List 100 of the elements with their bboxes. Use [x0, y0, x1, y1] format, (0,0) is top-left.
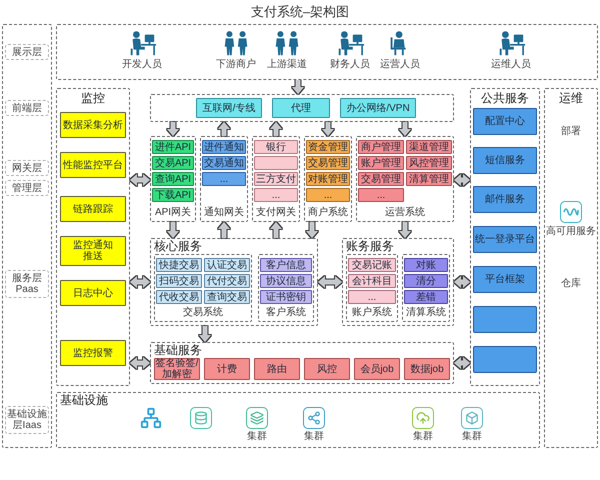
module-label: 数据采集分析 [63, 120, 123, 130]
module-box [358, 188, 404, 202]
module-label: 监控通知推送 [72, 240, 114, 262]
double-block-arrow [454, 174, 470, 186]
module-label: 差错 [416, 292, 436, 302]
module-label: 查询API [154, 174, 192, 184]
module-label: 渠道管理 [409, 142, 449, 152]
module-box [60, 340, 126, 366]
module-label: 风控管理 [409, 158, 449, 168]
cluster-label: 集群 [304, 431, 324, 443]
module-label: ... [376, 190, 386, 200]
layer-tag [5, 44, 49, 60]
dashed-group-frame [304, 136, 352, 222]
group-title: 基础服务 [154, 343, 202, 357]
module-box [272, 98, 330, 118]
module-label: 数据job [410, 364, 444, 374]
module-box [404, 258, 448, 272]
layer-tag [5, 160, 49, 176]
block-arrow [322, 122, 334, 136]
module-label: 短信服务 [485, 155, 525, 166]
module-label: 资金管理 [308, 142, 348, 152]
module-box [473, 108, 537, 135]
module-box [304, 358, 350, 380]
module-label: 查询交易 [207, 292, 247, 302]
module-box [406, 156, 452, 170]
tool-label: 部署 [561, 126, 581, 138]
cluster-label: 集群 [247, 431, 267, 443]
double-block-arrow [130, 174, 150, 186]
module-label: 代收交易 [159, 292, 199, 302]
layer-tag [5, 100, 49, 116]
role-label: 运营人员 [380, 59, 420, 71]
module-label: ... [324, 190, 332, 200]
dashed-group-frame [56, 88, 130, 386]
diagram-title: 支付系统–架构图 [250, 4, 350, 20]
group-title: 运维 [559, 91, 583, 105]
module-label: 日志中心 [73, 288, 113, 298]
dashed-group-frame [356, 136, 454, 222]
layer-tag [5, 180, 49, 196]
group-caption: 支付网关 [256, 207, 296, 219]
dashed-group-frame [258, 254, 314, 322]
module-box [204, 274, 250, 288]
module-box [358, 172, 404, 186]
module-label: 三方支付 [256, 174, 296, 184]
group-title: 基础设施 [60, 393, 108, 407]
module-label: 代付交易 [207, 276, 247, 286]
role-label: 下游商户 [216, 59, 256, 71]
module-label: 性能监控平台 [63, 160, 123, 170]
module-box [254, 188, 298, 202]
role-label: 运维人员 [491, 59, 531, 71]
module-box [473, 186, 537, 213]
module-label: 扫码交易 [159, 276, 199, 286]
module-box [406, 140, 452, 154]
dashed-group-frame [150, 342, 454, 384]
module-label: 对账 [416, 260, 436, 270]
module-label: 交易API [154, 158, 192, 168]
module-box [404, 274, 448, 288]
module-label: 协议信息 [266, 276, 306, 286]
module-label: 风控 [317, 364, 337, 374]
layer-label: 前端层 [12, 102, 42, 114]
double-block-arrow [130, 357, 150, 369]
module-box [260, 290, 312, 304]
module-box [204, 358, 250, 380]
module-label: 签名验签/加解密 [155, 358, 199, 380]
role-label: 开发人员 [122, 59, 162, 71]
module-box [260, 258, 312, 272]
module-label: 链路跟踪 [73, 204, 113, 214]
module-box [406, 172, 452, 186]
dashed-group-frame [200, 136, 248, 222]
module-label: 交易管理 [361, 174, 401, 184]
double-block-arrow [454, 276, 470, 288]
module-label: 下载API [154, 190, 192, 200]
block-arrow [399, 222, 411, 238]
layer-label: 服务层Paas [11, 273, 43, 295]
role-label: 财务人员 [330, 59, 370, 71]
block-arrow [218, 122, 230, 136]
module-box [254, 358, 300, 380]
layer-tag [5, 270, 49, 298]
module-label: ... [272, 190, 280, 200]
module-box [348, 290, 396, 304]
module-label: 清分 [416, 276, 436, 286]
module-box [60, 236, 126, 266]
module-box [404, 358, 450, 380]
module-box [473, 226, 537, 253]
module-label: 交易通知 [204, 158, 244, 168]
double-block-arrow [318, 276, 342, 288]
module-label: 客户信息 [266, 260, 306, 270]
module-box [204, 258, 250, 272]
dashed-group-frame [470, 88, 540, 386]
module-box [202, 172, 246, 186]
module-label: 快捷交易 [159, 260, 199, 270]
group-title: 公共服务 [481, 91, 529, 105]
module-box [473, 147, 537, 174]
module-label: 路由 [267, 364, 287, 374]
layer-sidebar [2, 24, 52, 448]
block-arrow [292, 80, 304, 94]
module-box [340, 98, 416, 118]
module-box [152, 156, 194, 170]
module-box [354, 358, 400, 380]
block-arrow [167, 222, 179, 238]
module-label: ... [368, 292, 376, 302]
